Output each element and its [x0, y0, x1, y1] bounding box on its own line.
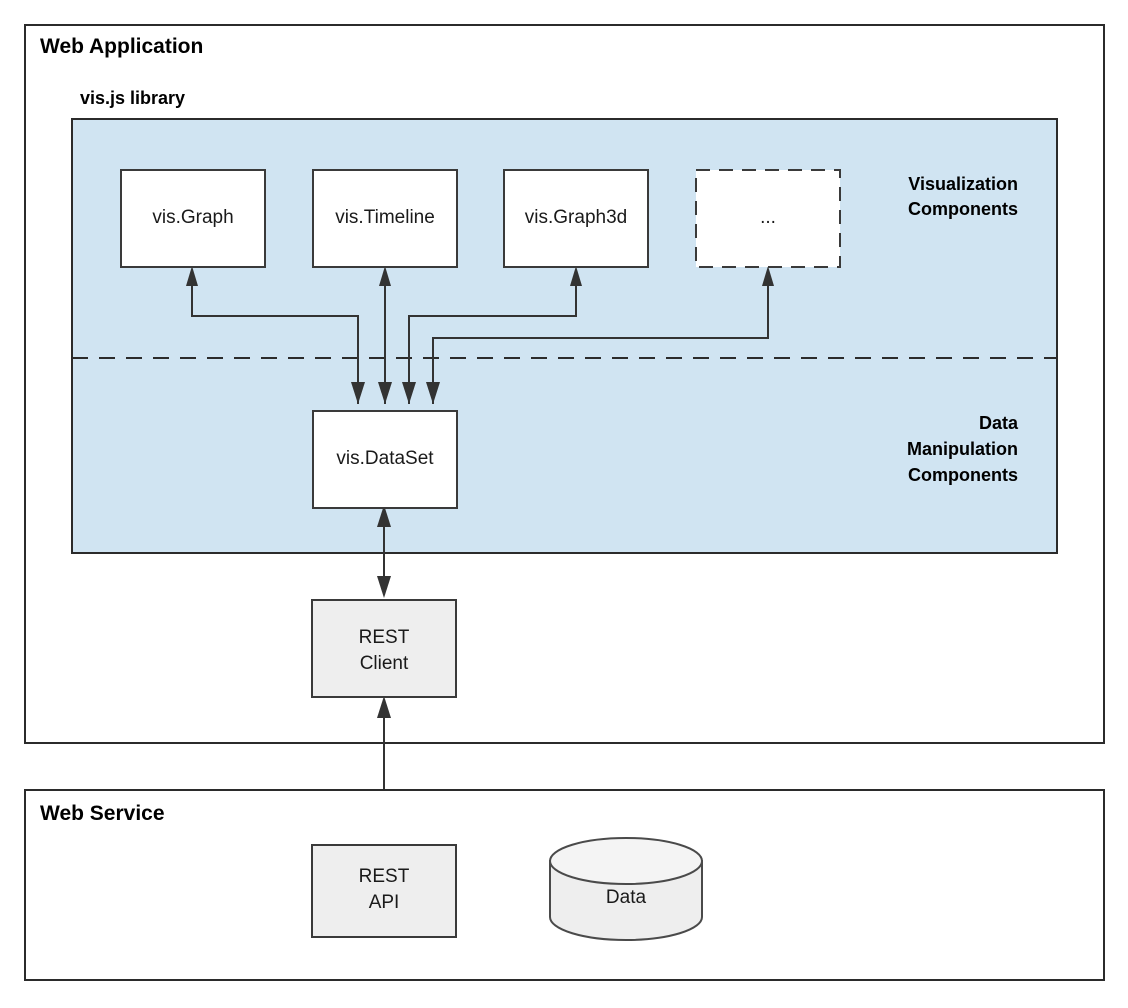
web-application-title: Web Application [40, 35, 203, 58]
vis-graph3d-box[interactable] [503, 169, 649, 268]
rest-api-label-line2: API [369, 892, 400, 913]
data-manipulation-components-label-line1: Data [979, 413, 1019, 433]
rest-client-label-line1: REST [359, 627, 410, 648]
node-data-store[interactable]: Data [549, 837, 703, 941]
node-rest-client[interactable]: REST Client [311, 599, 457, 698]
arrow-head-up-dataset [377, 505, 391, 527]
vis-graph-box[interactable] [120, 169, 266, 268]
vis-js-library-panel: vis.js library Visualization Components … [71, 88, 1058, 554]
edge-dataset-to-more-components [426, 266, 774, 404]
data-manipulation-components-label-line2: Manipulation [907, 439, 1018, 459]
vis-timeline-label: vis.Timeline [335, 207, 435, 228]
data-store-label: Data [606, 887, 647, 908]
edge-dataset-to-vis-graph [186, 266, 365, 404]
rest-client-box[interactable] [311, 599, 457, 698]
vis-timeline-box[interactable] [312, 169, 458, 268]
rest-client-label-line2: Client [360, 653, 409, 674]
node-vis-graph[interactable]: vis.Graph [120, 169, 266, 268]
arrow-head-down-dataset-4 [426, 382, 440, 404]
data-manipulation-components-label-line3: Components [908, 465, 1018, 485]
edge-dataset-to-vis-timeline [378, 266, 392, 404]
data-cylinder-top [549, 837, 703, 885]
arrow-head-up-vis-graph [186, 266, 198, 286]
vis-dataset-label: vis.DataSet [336, 448, 434, 469]
node-vis-graph3d[interactable]: vis.Graph3d [503, 169, 649, 268]
edge-dataset-to-rest-client [377, 505, 391, 598]
node-vis-dataset[interactable]: vis.DataSet [312, 410, 458, 509]
arrow-head-down-dataset-1 [351, 382, 365, 404]
arrow-head-up-vis-timeline [379, 266, 391, 286]
more-components-box[interactable] [695, 169, 841, 268]
web-service-title: Web Service [40, 802, 165, 825]
arrow-head-down-dataset-2 [378, 382, 392, 404]
arrow-head-down-rest-client [377, 576, 391, 598]
vis-js-library-title: vis.js library [80, 88, 185, 108]
visualization-components-label: Visualization Components [908, 174, 1018, 219]
node-rest-api[interactable]: REST API [311, 844, 457, 938]
node-more-components[interactable]: ... [695, 169, 841, 268]
arrow-head-up-rest-client [377, 696, 391, 718]
rest-api-box[interactable] [311, 844, 457, 938]
node-vis-timeline[interactable]: vis.Timeline [312, 169, 458, 268]
rest-api-label-line1: REST [359, 866, 410, 887]
vis-graph-label: vis.Graph [152, 207, 233, 228]
arrow-head-up-vis-graph3d [570, 266, 582, 286]
arrow-head-up-more-components [762, 266, 774, 286]
vis-dataset-box[interactable] [312, 410, 458, 509]
visualization-components-label-line1: Visualization [908, 174, 1018, 194]
vis-graph3d-label: vis.Graph3d [525, 207, 627, 228]
data-manipulation-components-label: Data Manipulation Components [907, 413, 1019, 485]
edge-dataset-to-vis-graph3d [402, 266, 582, 404]
visualization-components-label-line2: Components [908, 199, 1018, 219]
arrow-head-down-dataset-3 [402, 382, 416, 404]
more-components-label: ... [760, 207, 776, 228]
